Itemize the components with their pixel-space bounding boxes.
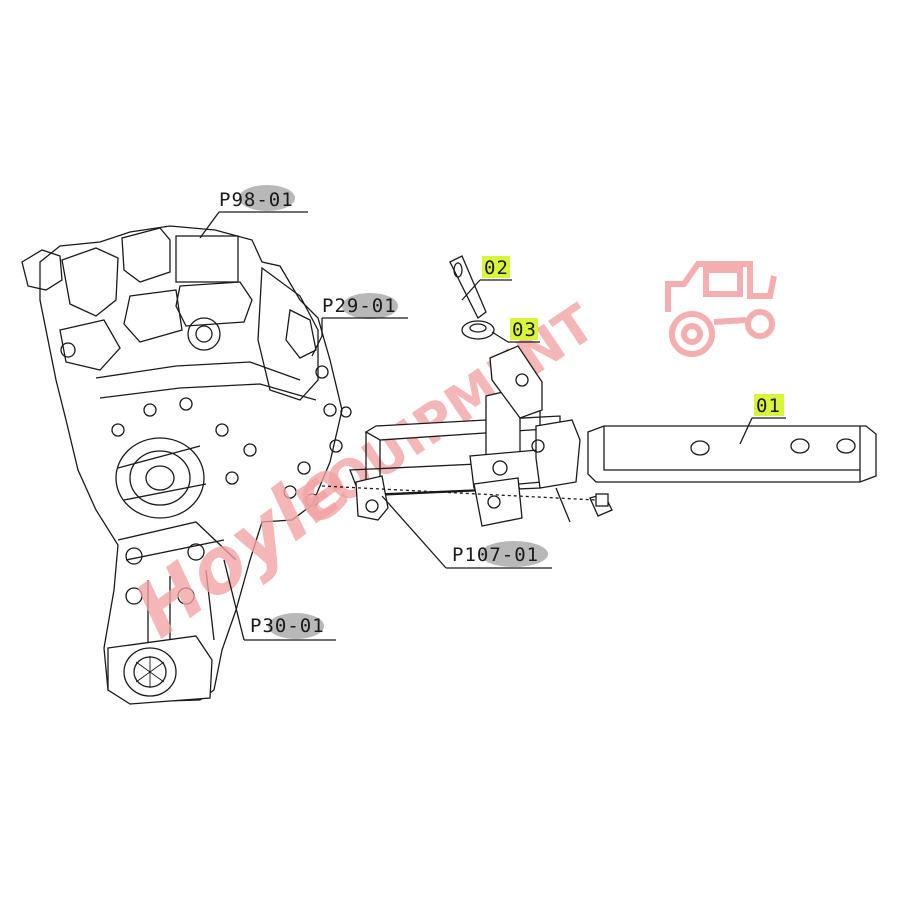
callout-p29-01: P29-01 xyxy=(311,293,408,357)
lynch-pin xyxy=(449,255,487,319)
drawbar xyxy=(587,425,877,483)
callout-highlight xyxy=(482,256,510,278)
callout-label: 02 xyxy=(484,257,509,279)
callout-01: 01 xyxy=(739,394,786,445)
callout-label: P98-01 xyxy=(219,189,294,211)
callout-p107-01: P107-01 xyxy=(381,495,552,569)
callout-02: 02 xyxy=(461,256,512,301)
callout-label: P29-01 xyxy=(322,295,397,317)
callout-label: P30-01 xyxy=(250,615,325,637)
callout-highlight xyxy=(510,318,538,340)
callout-highlight xyxy=(342,293,398,319)
callout-highlight xyxy=(754,394,784,416)
alignment-dashed-line xyxy=(321,485,597,501)
hex-bolt xyxy=(589,493,613,517)
callout-highlight xyxy=(239,185,295,211)
transmission-housing xyxy=(21,225,352,705)
hitch-bracket-assembly xyxy=(349,345,581,527)
callout-label: 01 xyxy=(756,395,781,417)
callout-highlight xyxy=(268,613,324,639)
callout-p98-01: P98-01 xyxy=(199,185,308,239)
callout-label: 03 xyxy=(512,319,537,341)
callout-highlight xyxy=(480,541,548,567)
callout-label: P107-01 xyxy=(452,544,539,566)
callout-p30-01: P30-01 xyxy=(223,559,336,641)
tractor-logo-icon xyxy=(665,261,777,357)
washer xyxy=(461,320,495,340)
callout-03: 03 xyxy=(491,318,540,343)
